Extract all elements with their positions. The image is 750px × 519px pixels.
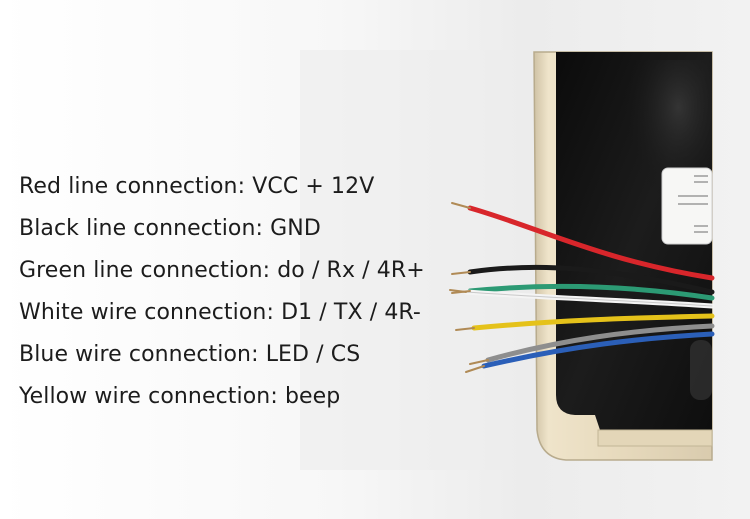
label-green-wire: Green line connection: do / Rx / 4R+: [19, 258, 425, 283]
label-red-wire: Red line connection: VCC + 12V: [19, 174, 375, 199]
sticker-print: [678, 175, 708, 233]
wire-tip-white: [449, 289, 467, 293]
wire-blue: [481, 331, 715, 369]
background-shadow-band: [300, 50, 540, 470]
wire-green: [467, 283, 715, 301]
wire-tips: [449, 202, 489, 373]
label-white-wire: White wire connection: D1 / TX / 4R-: [19, 300, 421, 325]
device-label-sticker: [661, 167, 713, 245]
wire-white-outline: [465, 291, 713, 307]
wire-red: [467, 205, 715, 281]
device-bottom-ledge: [597, 429, 713, 447]
wire-gray: [485, 323, 715, 363]
wire-black: [467, 264, 715, 295]
wire-connection-list: Red line connection: VCC + 12V Black lin…: [19, 170, 459, 422]
device-screw-bump: [690, 340, 712, 400]
wire-tip-gray: [469, 359, 489, 365]
wire-tip-black: [451, 271, 471, 275]
label-blue-wire: Blue wire connection: LED / CS: [19, 342, 361, 367]
label-yellow-wire: Yellow wire connection: beep: [19, 384, 341, 409]
wire-tip-blue: [465, 365, 485, 373]
wire-tip-red: [451, 202, 471, 209]
label-black-wire: Black line connection: GND: [19, 216, 321, 241]
wire-tip-yellow: [455, 327, 475, 331]
wire-yellow: [471, 313, 715, 331]
wire-bundle: [463, 205, 715, 369]
